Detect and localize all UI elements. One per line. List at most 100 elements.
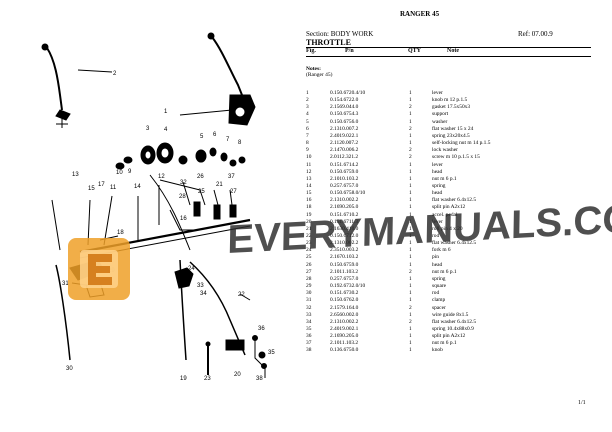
part-qty: 1	[409, 111, 412, 118]
part-number: 2.1310.002.2	[330, 318, 359, 325]
col-qty: QTY	[408, 48, 422, 54]
part-desc: head	[432, 190, 443, 197]
part-desc: lock washer	[432, 147, 458, 154]
part-qty: 2	[409, 268, 412, 275]
part-fig: 20	[306, 218, 312, 225]
part-qty: 1	[409, 211, 412, 218]
notes-label: Notes:	[306, 66, 321, 72]
part-desc: head	[432, 168, 443, 175]
part-number: 2.1310.007.2	[330, 125, 359, 132]
part-fig: 36	[306, 333, 312, 340]
part-desc: nut m 6 p.1	[432, 268, 457, 275]
page-number: 1/1	[578, 400, 586, 406]
part-qty: 2	[409, 318, 412, 325]
part-qty: 1	[409, 333, 412, 340]
part-desc: accel. pedal	[432, 211, 458, 218]
part-fig: 19	[306, 211, 312, 218]
part-number: 0.257.6757.0	[330, 275, 359, 282]
part-fig: 6	[306, 125, 309, 132]
part-desc: flat washer 6.4x12.5	[432, 240, 477, 247]
part-fig: 7	[306, 132, 309, 139]
part-qty: 1	[409, 340, 412, 347]
part-qty: 1	[409, 347, 412, 354]
part-desc: support	[432, 111, 449, 118]
part-qty: 1	[409, 140, 412, 147]
part-fig: 22	[306, 233, 312, 239]
part-fig: 3	[306, 104, 309, 111]
part-number: 2.1470.006.2	[330, 147, 359, 154]
part-qty: 1	[409, 190, 412, 197]
callout-14: 14	[134, 184, 141, 190]
ref-label: Ref: 07.00.9	[518, 30, 553, 38]
part-qty: 1	[409, 168, 412, 175]
part-fig: 16	[306, 197, 312, 204]
part-number: 2.4019.002.1	[330, 325, 359, 332]
part-fig: 37	[306, 340, 312, 347]
callout-31: 31	[62, 281, 69, 287]
col-fig: Fig.	[306, 48, 316, 54]
part-desc: spring 10.4x88x0.9	[432, 325, 474, 332]
part-number: 2.1120.007.2	[330, 140, 359, 147]
callout-1: 1	[164, 109, 168, 115]
callout-21: 21	[216, 182, 223, 188]
callout-15: 15	[88, 186, 95, 192]
col-desc: Note	[447, 48, 459, 54]
part-number: 2.1310.002.2	[330, 240, 359, 247]
part-number: 2.1579.164.0	[330, 304, 359, 311]
part-number: 0.150.6756.0	[330, 118, 359, 125]
part-qty: 1	[409, 290, 412, 297]
part-fig: 29	[306, 283, 312, 290]
callout-30: 30	[66, 366, 73, 372]
col-pn: P/n	[345, 48, 354, 54]
part-fig: 4	[306, 111, 309, 118]
part-desc: lever	[432, 90, 443, 96]
part-desc: rod	[432, 290, 440, 297]
callout-22: 22	[238, 292, 245, 298]
callout-12: 12	[158, 174, 165, 180]
part-desc: spring	[432, 275, 446, 282]
part-number: 2.3510.003.2	[330, 247, 359, 254]
part-number: 0.154.6722.0	[330, 97, 359, 104]
callout-35: 35	[268, 350, 275, 356]
part-desc: self-locking nut m 14 p.1.5	[432, 140, 491, 147]
part-number: 0.150.6712.0	[330, 233, 359, 239]
callout-3: 3	[146, 126, 150, 132]
watermark-logo-icon	[68, 238, 130, 300]
part-number: 0.151.6714.2	[330, 161, 359, 168]
callout-38: 38	[256, 376, 263, 382]
part-number: 0.192.6732.0/10	[330, 283, 366, 290]
part-number: 2.6560.002.0	[330, 311, 359, 318]
part-number: 0.151.6710.2	[330, 211, 359, 218]
part-qty: 1	[409, 297, 412, 304]
part-desc: screw m 10 p.1.5 x 15	[432, 154, 480, 161]
part-fig: 18	[306, 204, 312, 211]
part-qty: 1	[409, 254, 412, 261]
part-qty: 1	[409, 132, 412, 139]
part-desc: lever	[432, 161, 443, 168]
callout-6: 6	[213, 132, 217, 138]
part-desc: nut m 6 p.1	[432, 340, 457, 347]
part-qty: 1	[409, 233, 412, 239]
part-qty: 1	[409, 240, 412, 247]
part-qty: 1	[409, 97, 412, 104]
callout-2: 2	[113, 71, 117, 77]
part-desc: gasket 17.5x50x3	[432, 104, 471, 111]
part-fig: 32	[306, 304, 312, 311]
part-qty: 1	[409, 90, 412, 96]
header-rule-top	[306, 47, 591, 48]
part-qty: 1	[409, 225, 412, 232]
callout-9: 9	[128, 169, 132, 175]
part-qty: 1	[409, 261, 412, 268]
callout-8: 8	[238, 140, 242, 146]
part-fig: 5	[306, 118, 309, 125]
part-number: 2.1011.103.2	[330, 340, 359, 347]
part-desc: square	[432, 283, 447, 290]
part-number: 2.1690.205.0	[330, 333, 359, 340]
callout-34: 34	[200, 291, 207, 297]
part-fig: 8	[306, 140, 309, 147]
part-number: 0.150.6720.4/10	[330, 90, 366, 96]
part-number: 2.1690.205.0	[330, 204, 359, 211]
callout-10: 10	[116, 170, 123, 176]
part-fig: 10	[306, 154, 312, 161]
